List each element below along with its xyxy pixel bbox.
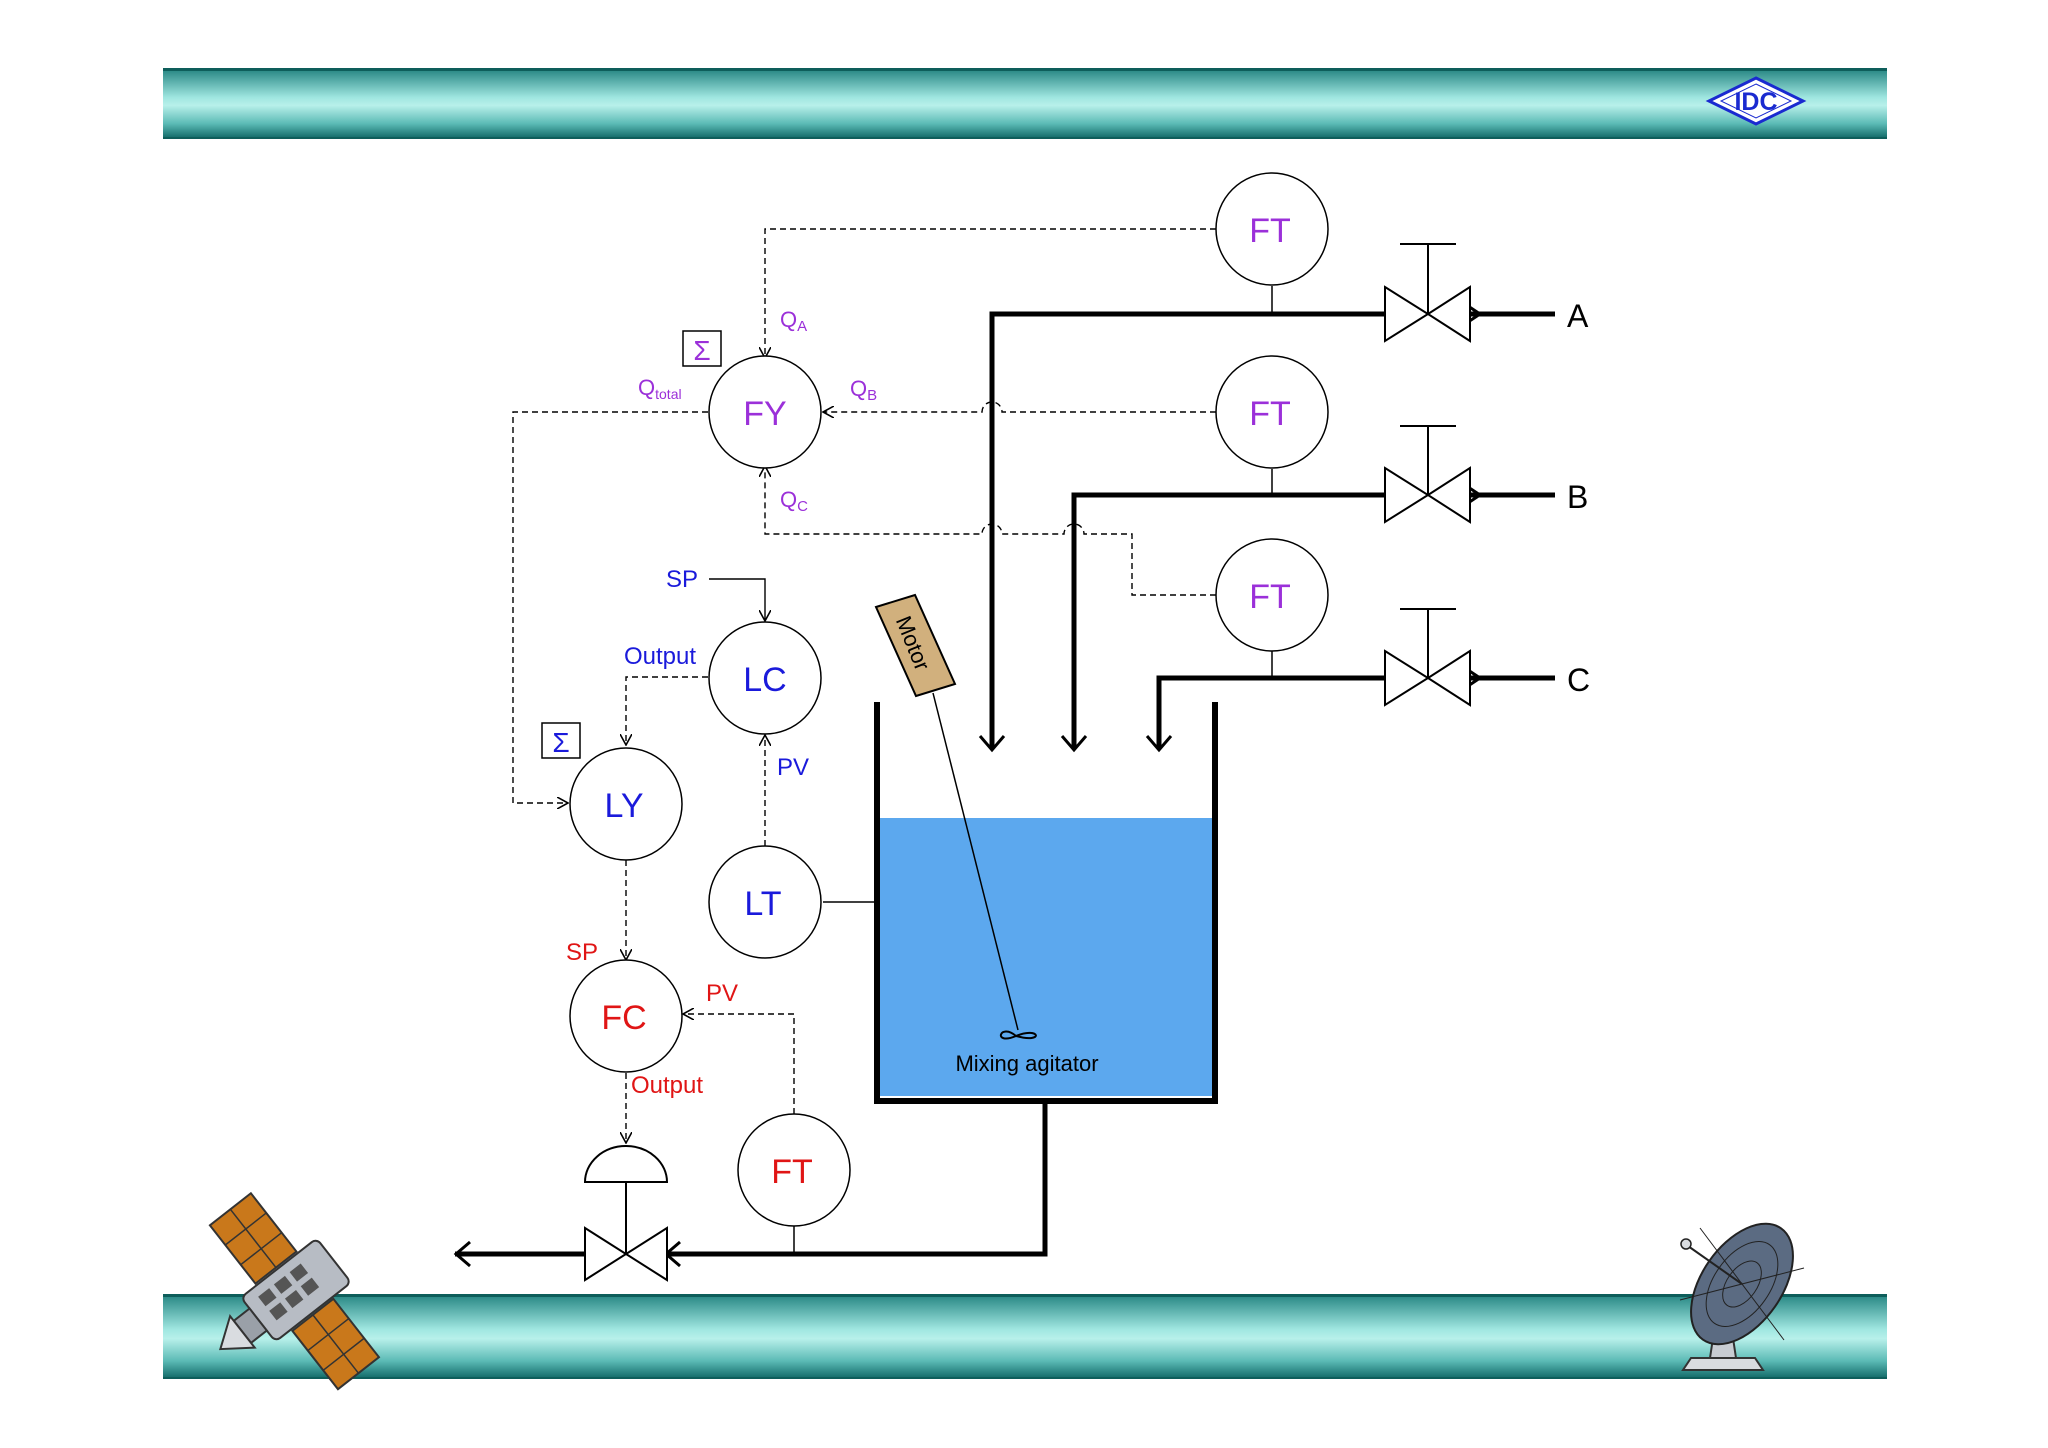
instrument-lt: LT	[708, 845, 822, 959]
valve-a	[1384, 243, 1471, 343]
instrument-ft-a: FT	[1215, 172, 1329, 286]
qtotal-q: Q	[638, 375, 655, 400]
q-labels: QA QB QC Qtotal	[638, 307, 877, 515]
lc-output-label: Output	[624, 643, 696, 670]
footer-band	[163, 1294, 1887, 1379]
lc-pv-label: PV	[777, 754, 809, 781]
qa-q: Q	[780, 307, 797, 332]
tank-liquid	[879, 818, 1213, 1096]
instrument-fy: FY	[708, 355, 822, 469]
motor: Motor	[874, 593, 957, 698]
qb-q: Q	[850, 376, 867, 401]
lc-label: LC	[743, 661, 786, 699]
sum-symbol-fy: Σ	[693, 335, 710, 366]
agitator-label: Mixing agitator	[955, 1051, 1098, 1076]
tank	[874, 702, 1218, 1104]
fc-sp-label: SP	[566, 939, 598, 966]
ft-b-label: FT	[1249, 395, 1291, 433]
process-piping	[455, 304, 1555, 1257]
qa-sub: A	[797, 318, 807, 335]
fc-pv-label: PV	[706, 980, 738, 1007]
instrument-ft-out: FT	[737, 1113, 851, 1227]
sum-box-ly: Σ	[541, 722, 581, 759]
fc-label: FC	[601, 999, 646, 1037]
stream-label-b: B	[1567, 479, 1588, 515]
qc-q: Q	[780, 487, 797, 512]
satellite-icon	[208, 1191, 381, 1391]
instrument-lc: LC	[708, 621, 822, 735]
signal-lines	[512, 228, 1216, 1143]
ft-a-label: FT	[1249, 212, 1291, 250]
agitator-impeller-icon	[999, 1030, 1037, 1040]
qc-label: QC	[780, 487, 808, 515]
ly-label: LY	[604, 787, 643, 825]
sum-box-fy: Σ	[682, 330, 722, 367]
qtotal-sub: total	[655, 386, 681, 402]
control-valve	[583, 1145, 669, 1282]
idc-logo: IDC	[1705, 76, 1807, 126]
instrument-ly: LY	[569, 747, 683, 861]
fc-output-label: Output	[631, 1072, 703, 1099]
sum-symbol-ly: Σ	[552, 727, 569, 758]
stream-label-c: C	[1567, 662, 1590, 698]
qa-label: QA	[780, 307, 807, 335]
stream-label-a: A	[1567, 298, 1589, 334]
lt-label: LT	[744, 885, 781, 923]
agitator-shaft	[932, 692, 1019, 1031]
fy-label: FY	[743, 395, 786, 433]
qb-sub: B	[867, 387, 877, 404]
satellite-dish-icon	[1679, 1222, 1805, 1371]
qtotal-label: Qtotal	[638, 375, 682, 402]
instrument-fc: FC	[569, 959, 683, 1073]
qb-label: QB	[850, 376, 877, 404]
instrument-ft-b: FT	[1215, 355, 1329, 469]
lc-sp-label: SP	[666, 566, 698, 593]
valve-c	[1384, 608, 1471, 707]
idc-logo-text: IDC	[1734, 88, 1777, 116]
ft-out-label: FT	[771, 1153, 813, 1191]
instrument-ft-c: FT	[1215, 538, 1329, 652]
qc-sub: C	[797, 498, 808, 515]
ft-c-label: FT	[1249, 578, 1291, 616]
process-taps	[793, 286, 1273, 1254]
valve-b	[1384, 425, 1471, 524]
header-band	[163, 68, 1887, 139]
